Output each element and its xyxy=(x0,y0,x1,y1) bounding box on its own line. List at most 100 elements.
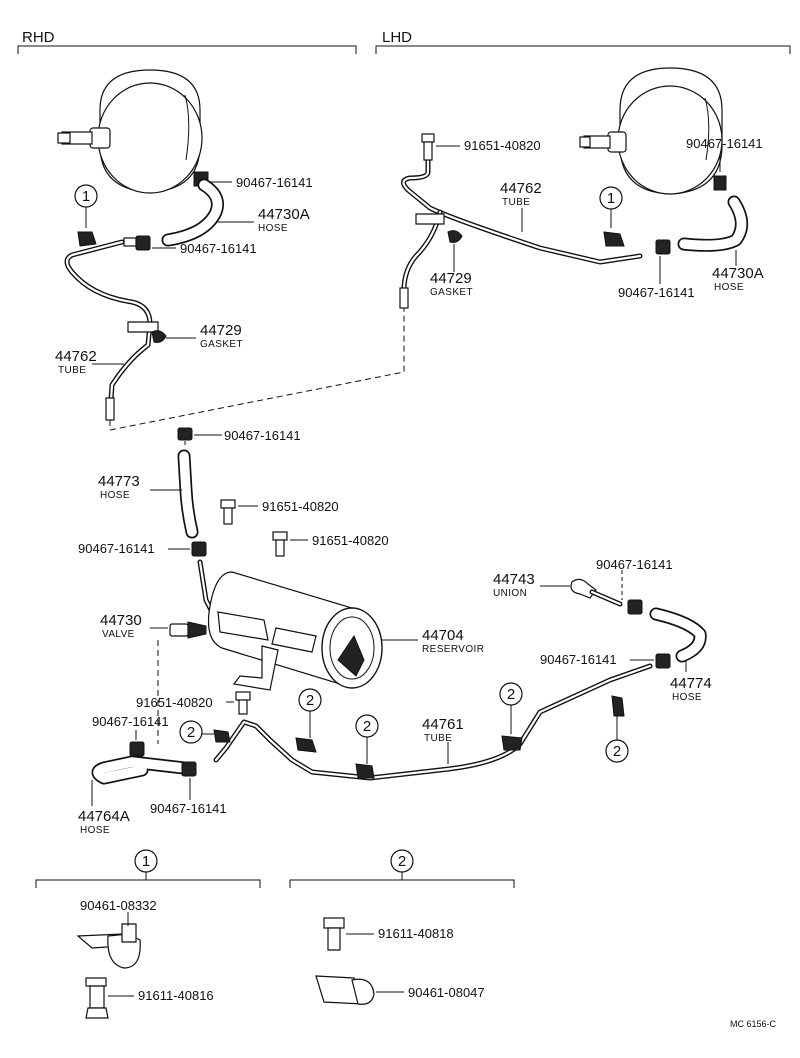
lhd-labels: 91651-40820 90467-16141 44762 TUBE 44729… xyxy=(430,136,764,300)
rhd-labels: 90467-16141 44730A HOSE 90467-16141 4472… xyxy=(55,175,313,376)
clip-right: 90467-16141 xyxy=(540,652,671,669)
hose-44774-number: 44774 xyxy=(670,675,712,692)
hose-44773-name: HOSE xyxy=(100,490,130,501)
rhd-tube-number: 44762 xyxy=(55,348,97,365)
lhd-bolt xyxy=(421,133,435,161)
bolt-a: 91651-40820 xyxy=(220,499,339,525)
bolt-a-label: 91651-40820 xyxy=(262,499,339,514)
tube-clamps xyxy=(213,695,625,779)
rhd-bracket xyxy=(17,45,357,54)
reservoir-44704: 44704 RESERVOIR xyxy=(207,571,484,691)
tube-44761-number: 44761 xyxy=(422,716,464,733)
union-44743: 44743 UNION xyxy=(493,571,623,607)
diagram-code: MC 6156-C xyxy=(730,1019,777,1029)
bolt-b: 91651-40820 xyxy=(272,531,389,557)
rhd-clip-mid xyxy=(123,235,151,251)
clip-reservoir-left: 90467-16141 xyxy=(78,541,217,619)
bolt-b-label: 91651-40820 xyxy=(312,533,389,548)
callout-2-c-number: 2 xyxy=(507,686,515,703)
clip-low-left-label: 90467-16141 xyxy=(92,714,169,729)
rhd-hose-number: 44730A xyxy=(258,206,310,223)
lhd-booster-check-clip xyxy=(713,175,727,191)
lhd-header-label: LHD xyxy=(382,29,412,46)
rhd-clamp-callout-1: 1 xyxy=(74,184,98,247)
lhd-clamp-callout-1: 1 xyxy=(599,186,625,247)
reservoir-name: RESERVOIR xyxy=(422,644,484,655)
lhd-hose-name: HOSE xyxy=(714,282,744,293)
clip-union-label: 90467-16141 xyxy=(596,557,673,572)
callout-2-a: 2 xyxy=(298,688,322,738)
clip-reservoir-left-label: 90467-16141 xyxy=(78,541,155,556)
lhd-brake-booster xyxy=(579,67,727,195)
valve-44730: 44730 VALVE xyxy=(100,612,207,640)
rhd-gasket-44729 xyxy=(151,330,167,343)
hose-44773: 44773 HOSE xyxy=(98,449,199,539)
clip-union: 90467-16141 xyxy=(596,557,673,615)
rhd-gasket-number: 44729 xyxy=(200,322,242,339)
hose-44764A: 44764A HOSE xyxy=(78,755,191,836)
lhd-clip-top-label: 90467-16141 xyxy=(686,136,763,151)
callout-2-e: 2 xyxy=(179,720,214,744)
rhd-clip-mid-label: 90467-16141 xyxy=(180,241,257,256)
rhd-header-label: RHD xyxy=(22,29,55,46)
tube-44761-name: TUBE xyxy=(424,733,452,744)
lhd-clip-low xyxy=(655,239,671,255)
clip-low-right-label: 90467-16141 xyxy=(150,801,227,816)
lhd-tube-44762 xyxy=(399,157,643,309)
clip-low-left: 90467-16141 xyxy=(92,714,169,757)
rhd-hose-name: HOSE xyxy=(258,223,288,234)
rhd-brake-booster xyxy=(57,69,209,194)
rhd-section-header: RHD xyxy=(17,29,357,54)
bolt-c: 91651-40820 xyxy=(136,691,251,715)
lhd-hose-44730A xyxy=(677,195,748,252)
valve-name: VALVE xyxy=(102,629,135,640)
lhd-gasket-number: 44729 xyxy=(430,270,472,287)
hose-44764A-number: 44764A xyxy=(78,808,130,825)
callout-2-b: 2 xyxy=(355,714,379,764)
clip-right-label: 90467-16141 xyxy=(540,652,617,667)
rhd-hose-44730A xyxy=(161,178,224,247)
detail-2-bolt-label: 91611-40818 xyxy=(378,926,454,941)
rhd-callout-1-number: 1 xyxy=(82,188,90,205)
hose-44764A-name: HOSE xyxy=(80,825,110,836)
rhd-tube-44762 xyxy=(64,239,159,421)
valve-number: 44730 xyxy=(100,612,142,629)
bolt-c-label: 91651-40820 xyxy=(136,695,213,710)
callout-2-d: 2 xyxy=(605,716,629,763)
lhd-callout-1-number: 1 xyxy=(607,190,615,207)
lhd-gasket-44729 xyxy=(447,230,463,243)
detail-1: 1 90461-08332 91611-40816 xyxy=(35,849,261,1019)
clip-low-right: 90467-16141 xyxy=(150,761,227,816)
rhd-tube-name: TUBE xyxy=(58,365,86,376)
lhd-clip-low-label: 90467-16141 xyxy=(618,285,695,300)
callout-2-e-number: 2 xyxy=(187,724,195,741)
hose-44774-name: HOSE xyxy=(672,692,702,703)
rhd-clip-top-label: 90467-16141 xyxy=(236,175,313,190)
hose-44774: 44774 HOSE xyxy=(649,607,712,703)
callout-2-d-number: 2 xyxy=(613,743,621,760)
detail-2-number: 2 xyxy=(398,853,406,870)
clip-center-top-label: 90467-16141 xyxy=(224,428,301,443)
union-name: UNION xyxy=(493,588,527,599)
lhd-tube-number: 44762 xyxy=(500,180,542,197)
callout-2-c: 2 xyxy=(499,682,523,734)
hose-44773-number: 44773 xyxy=(98,473,140,490)
detail-1-number: 1 xyxy=(142,853,150,870)
reservoir-number: 44704 xyxy=(422,627,464,644)
callout-2-b-number: 2 xyxy=(363,718,371,735)
lhd-bolt-label: 91651-40820 xyxy=(464,138,541,153)
tube-44761: 44761 TUBE xyxy=(213,663,653,781)
detail-1-clamp-label: 90461-08332 xyxy=(80,898,157,913)
lhd-hose-number: 44730A xyxy=(712,265,764,282)
lhd-gasket-name: GASKET xyxy=(430,287,473,298)
detail-1-bolt-label: 91611-40816 xyxy=(138,988,214,1003)
clip-center-top: 90467-16141 xyxy=(177,427,301,443)
lhd-tube-name: TUBE xyxy=(502,197,530,208)
lhd-section-header: LHD xyxy=(375,29,791,54)
detail-2: 2 91611-40818 90461-08047 xyxy=(289,849,515,1005)
lhd-bracket xyxy=(375,45,791,54)
rhd-gasket-name: GASKET xyxy=(200,339,243,350)
union-number: 44743 xyxy=(493,571,535,588)
callout-2-a-number: 2 xyxy=(306,692,314,709)
